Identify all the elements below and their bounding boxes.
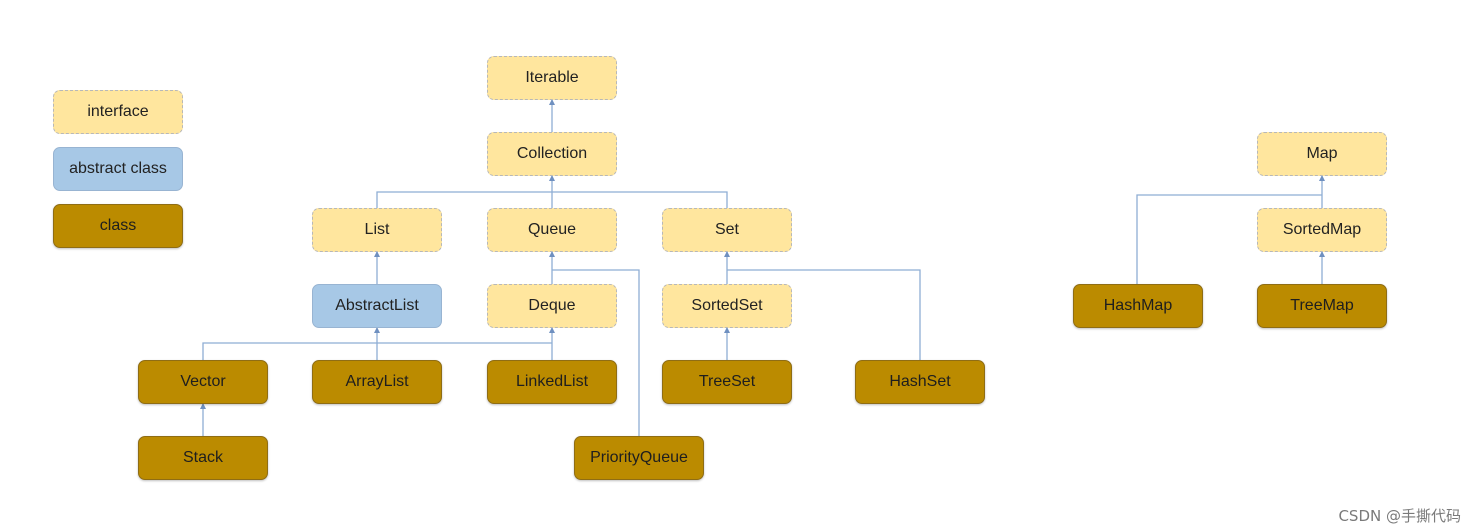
node-sorted-set: SortedSet	[662, 284, 792, 328]
legend-abstract-class-label: abstract class	[69, 160, 167, 177]
node-sorted-map: SortedMap	[1257, 208, 1387, 252]
node-array-list-label: ArrayList	[345, 373, 409, 390]
legend-class-label: class	[99, 217, 137, 234]
node-sorted-set-label: SortedSet	[691, 297, 763, 314]
node-deque-label: Deque	[528, 297, 576, 314]
node-sorted-map-label: SortedMap	[1282, 221, 1362, 238]
node-linked-list: LinkedList	[487, 360, 617, 404]
node-tree-map: TreeMap	[1257, 284, 1387, 328]
watermark: CSDN @手撕代码	[1338, 507, 1461, 525]
node-priority-queue: PriorityQueue	[574, 436, 704, 480]
node-map: Map	[1257, 132, 1387, 176]
node-hash-map-label: HashMap	[1103, 297, 1173, 314]
arrowhead-sortedset	[724, 327, 730, 333]
node-collection: Collection	[487, 132, 617, 176]
arrowhead-sortedmap	[1319, 251, 1325, 257]
node-array-list: ArrayList	[312, 360, 442, 404]
node-abstract-list-label: AbstractList	[335, 297, 419, 314]
legend-abstract-class: abstract class	[53, 147, 183, 191]
node-vector-label: Vector	[180, 373, 226, 390]
edge-vector-arraylist-abstractlist	[202, 328, 552, 360]
arrowhead-abstractlist	[374, 327, 380, 333]
node-tree-map-label: TreeMap	[1290, 297, 1354, 314]
node-queue-label: Queue	[527, 221, 577, 238]
legend-interface-label: interface	[87, 103, 149, 120]
node-queue: Queue	[487, 208, 617, 252]
node-linked-list-label: LinkedList	[515, 373, 589, 390]
node-hash-set: HashSet	[855, 360, 985, 404]
arrowhead-vector	[200, 403, 206, 409]
node-list-label: List	[364, 221, 390, 238]
node-iterable: Iterable	[487, 56, 617, 100]
legend-interface: interface	[53, 90, 183, 134]
node-tree-set-label: TreeSet	[698, 373, 756, 390]
node-iterable-label: Iterable	[525, 69, 579, 86]
arrowhead-collection	[549, 175, 555, 181]
edge-list-queue-set-collection	[376, 176, 728, 208]
node-hash-set-label: HashSet	[889, 373, 951, 390]
node-stack-label: Stack	[182, 449, 223, 466]
node-set-label: Set	[714, 221, 739, 238]
edge-hashmap-map	[1136, 194, 1322, 284]
arrowhead-iterable	[549, 99, 555, 105]
arrowhead-map	[1319, 175, 1325, 181]
node-map-label: Map	[1306, 145, 1338, 162]
node-vector: Vector	[138, 360, 268, 404]
node-set: Set	[662, 208, 792, 252]
edge-priorityqueue-queue	[552, 269, 640, 436]
node-priority-queue-label: PriorityQueue	[590, 449, 688, 466]
node-tree-set: TreeSet	[662, 360, 792, 404]
node-stack: Stack	[138, 436, 268, 480]
legend-class: class	[53, 204, 183, 248]
arrowhead-set	[724, 251, 730, 257]
node-hash-map: HashMap	[1073, 284, 1203, 328]
edge-hashset-set	[727, 269, 921, 360]
node-deque: Deque	[487, 284, 617, 328]
arrowhead-list	[374, 251, 380, 257]
node-collection-label: Collection	[516, 145, 588, 162]
arrowhead-queue	[549, 251, 555, 257]
arrowhead-deque	[549, 327, 555, 333]
node-list: List	[312, 208, 442, 252]
node-abstract-list: AbstractList	[312, 284, 442, 328]
